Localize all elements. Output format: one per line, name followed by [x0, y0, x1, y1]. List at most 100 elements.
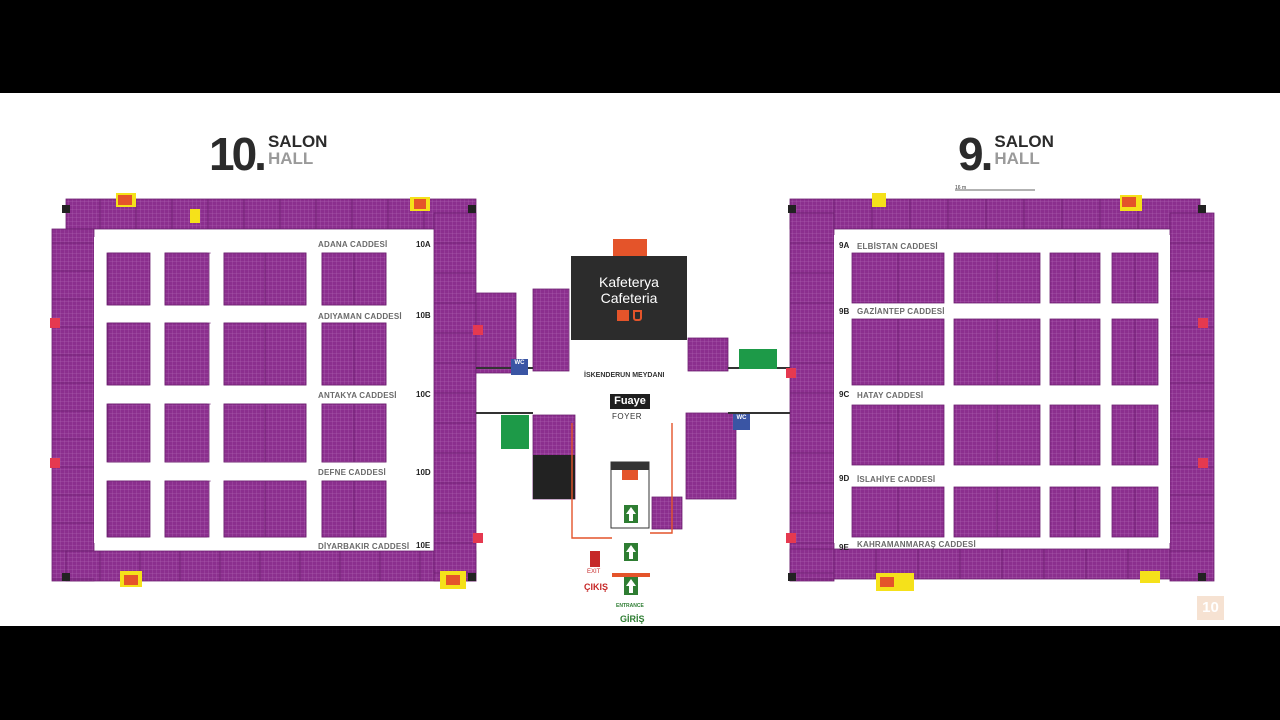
exhibitor-stand [107, 252, 151, 306]
column-pillar [62, 573, 70, 581]
cikis-label: ÇIKIŞ [584, 582, 609, 592]
hall-9-dot: . [980, 128, 994, 180]
cafe-chimney [613, 239, 647, 257]
column-pillar [1198, 573, 1206, 581]
walkway-line [650, 423, 673, 534]
perimeter-stand-column [789, 212, 835, 582]
entrance-header [611, 462, 649, 470]
hall-10-salon: SALON [267, 132, 328, 151]
zone-label: 10E [416, 541, 431, 550]
hall-9-salon: SALON [994, 132, 1054, 151]
fire-extinguisher-icon [473, 325, 483, 335]
cafeteria[interactable]: Kafeterya Cafeteria [571, 256, 687, 340]
fire-hydrant-icon [124, 575, 138, 585]
fire-hydrant-icon [118, 195, 132, 205]
perimeter-stand-column [433, 212, 477, 582]
door-marker [1140, 571, 1160, 583]
fire-hydrant-icon [414, 199, 426, 209]
exhibitor-stand [164, 403, 210, 463]
exhibitor-stand [164, 322, 210, 386]
zone-label: 9B [839, 307, 850, 316]
exhibitor-stand [687, 337, 729, 372]
exhibitor-stand [107, 322, 151, 386]
fire-extinguisher-icon [473, 533, 483, 543]
foyer-label: FOYER [612, 412, 643, 421]
cafe-label-en: Cafeteria [600, 290, 658, 306]
fire-extinguisher-icon [50, 318, 60, 328]
column-pillar [62, 205, 70, 213]
page-number: 10 [1197, 596, 1224, 620]
perimeter-stand-column [51, 228, 95, 582]
hall-10-hall: HALL [267, 149, 314, 168]
perimeter-stand-row [789, 548, 1201, 580]
street-label: GAZİANTEP CADDESİ [857, 307, 945, 316]
emergency-exit-sign-icon [501, 415, 529, 449]
floor-plan: 10 . SALON HALL 9 . SALON HALL 16 m ADAN… [0, 93, 1280, 626]
exhibitor-stand [685, 412, 737, 500]
zone-label: 9D [839, 474, 850, 483]
exhibitor-stand [107, 480, 151, 538]
hall-10-dot: . [254, 128, 267, 180]
hall-10-title: 10 . SALON HALL [209, 128, 328, 180]
street-label: HATAY CADDESİ [857, 391, 924, 400]
street-label: ADANA CADDESİ [318, 240, 388, 249]
exhibitor-stand [532, 288, 570, 372]
exhibitor-stand [107, 403, 151, 463]
street-label: DİYARBAKIR CADDESİ [318, 542, 410, 551]
security-desk [622, 470, 638, 480]
arrow-glyph [626, 507, 636, 521]
giris-label: GİRİŞ [620, 614, 645, 624]
fire-hydrant-icon [880, 577, 894, 587]
hall-9-title: 9 . SALON HALL [958, 128, 1054, 180]
cup-icon [632, 310, 642, 321]
street-label: DEFNE CADDESİ [318, 468, 386, 477]
fire-hydrant-icon [446, 575, 460, 585]
fire-extinguisher-icon [50, 458, 60, 468]
fire-extinguisher-icon [1198, 318, 1208, 328]
street-label: KAHRAMANMARAŞ CADDESİ [857, 540, 976, 549]
stand-dark [533, 455, 575, 499]
exhibitor-stand [651, 496, 683, 530]
emergency-exit-sign-icon [739, 349, 777, 369]
fire-extinguisher-icon [1198, 458, 1208, 468]
floor-plan-drawing [50, 189, 1215, 595]
arrow-glyph [626, 545, 636, 559]
door-marker [872, 193, 886, 207]
coffee-machine-icon [616, 310, 629, 321]
street-label: ELBİSTAN CADDESİ [857, 242, 938, 251]
zone-label: 10D [416, 468, 431, 477]
door-marker [190, 209, 200, 223]
zone-label: 9A [839, 241, 850, 250]
wc-sign: WC [511, 359, 528, 375]
scale-label: 16 m [955, 185, 967, 191]
column-pillar [468, 573, 476, 581]
wc-sign: WC [733, 414, 750, 430]
hall-9-hall: HALL [994, 149, 1040, 168]
zone-label: 10C [416, 390, 431, 399]
exhibitor-stand [164, 252, 210, 306]
street-label: ADIYAMAN CADDESİ [318, 312, 402, 321]
fuaye-label: Fuaye [610, 394, 650, 409]
fire-extinguisher-icon [786, 533, 796, 543]
column-pillar [788, 573, 796, 581]
perimeter-stand-column [1169, 212, 1215, 582]
fire-hydrant-icon [1122, 197, 1136, 207]
cafe-label-tr: Kafeterya [599, 274, 659, 290]
walkway-bar [612, 573, 650, 577]
street-label: İSLAHİYE CADDESİ [857, 475, 936, 484]
column-pillar [468, 205, 476, 213]
arrow-glyph [626, 579, 636, 593]
walkway-line [571, 423, 612, 539]
zone-label: 9C [839, 390, 850, 399]
column-pillar [788, 205, 796, 213]
zone-label: 10A [416, 240, 431, 249]
street-label: ANTAKYA CADDESİ [318, 391, 397, 400]
exhibitor-stand [164, 480, 210, 538]
zone-label: 9E [839, 543, 849, 552]
fire-extinguisher-icon [786, 368, 796, 378]
column-pillar [1198, 205, 1206, 213]
exit-label: EXIT [587, 569, 601, 575]
square-label: İSKENDERUN MEYDANI [584, 372, 665, 379]
hall-10-number: 10 [209, 128, 257, 180]
entrance-label: ENTRANCE [616, 603, 644, 609]
